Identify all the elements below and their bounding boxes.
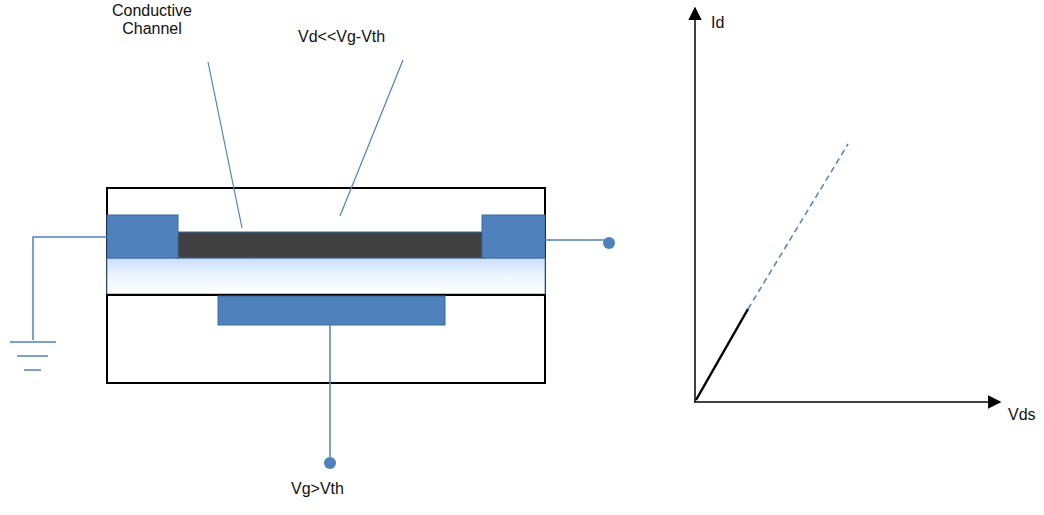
drain-terminal bbox=[603, 237, 615, 249]
drain-contact bbox=[482, 215, 545, 258]
x-axis bbox=[694, 401, 1000, 403]
drain-voltage-label: Vd<<Vg-Vth bbox=[298, 28, 385, 46]
gate-dielectric bbox=[107, 258, 545, 294]
linear-region-curve bbox=[696, 309, 748, 400]
y-axis bbox=[694, 8, 696, 402]
source-wire bbox=[33, 237, 107, 340]
extrapolated-curve bbox=[748, 144, 848, 309]
leader-line bbox=[208, 62, 242, 228]
conductive-channel bbox=[176, 232, 484, 258]
gate-electrode bbox=[218, 296, 445, 325]
axis-label: Vds bbox=[1008, 406, 1036, 424]
source-contact bbox=[107, 215, 178, 258]
gate-wire bbox=[329, 325, 331, 457]
channel-label: Conductive Channel bbox=[92, 2, 212, 39]
drain-wire bbox=[545, 239, 604, 241]
leader-line bbox=[340, 60, 403, 216]
gate-voltage-label: Vg>Vth bbox=[291, 480, 344, 498]
device-outline bbox=[107, 188, 545, 383]
axis-label: Id bbox=[711, 14, 724, 32]
ground-symbol bbox=[10, 342, 56, 370]
gate-terminal bbox=[324, 457, 336, 469]
